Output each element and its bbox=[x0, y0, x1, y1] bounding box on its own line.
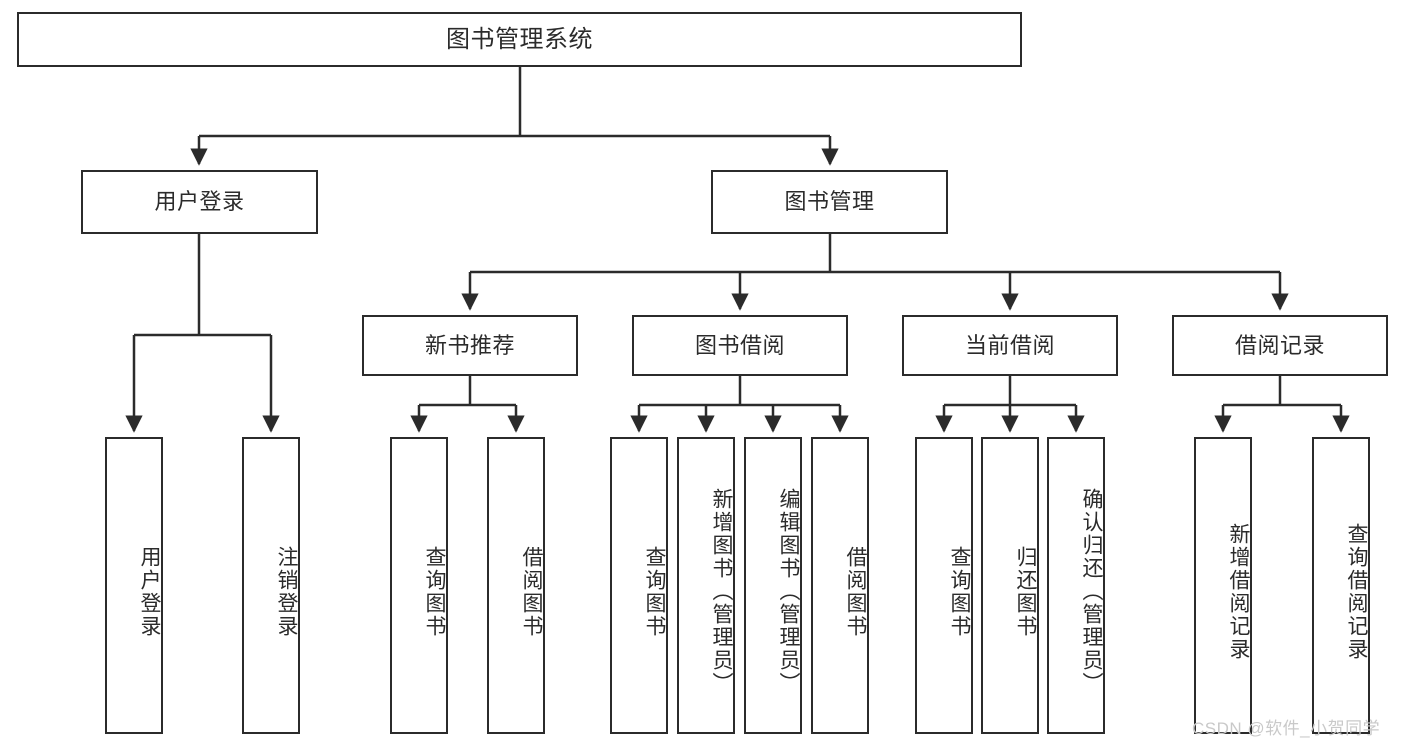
node-book-borrow[interactable]: 图书借阅 bbox=[632, 315, 848, 376]
node-book-management[interactable]: 图书管理 bbox=[711, 170, 948, 234]
node-leaf-query-borrow-record[interactable]: 查询借阅记录 bbox=[1312, 437, 1370, 734]
node-leaf-query-book-recommend[interactable]: 查询图书 bbox=[390, 437, 448, 734]
node-leaf-add-book-admin[interactable]: 新增图书（管理员） bbox=[677, 437, 735, 734]
node-leaf-borrow-book-recommend[interactable]: 借阅图书 bbox=[487, 437, 545, 734]
node-leaf-user-login[interactable]: 用户登录 bbox=[105, 437, 163, 734]
node-leaf-borrow-book[interactable]: 借阅图书 bbox=[811, 437, 869, 734]
node-leaf-query-book-borrow[interactable]: 查询图书 bbox=[610, 437, 668, 734]
node-leaf-logout[interactable]: 注销登录 bbox=[242, 437, 300, 734]
node-current-borrow[interactable]: 当前借阅 bbox=[902, 315, 1118, 376]
node-user-login[interactable]: 用户登录 bbox=[81, 170, 318, 234]
node-leaf-add-borrow-record[interactable]: 新增借阅记录 bbox=[1194, 437, 1252, 734]
node-root-system[interactable]: 图书管理系统 bbox=[17, 12, 1022, 67]
node-leaf-confirm-return-admin[interactable]: 确认归还（管理员） bbox=[1047, 437, 1105, 734]
node-leaf-return-book[interactable]: 归还图书 bbox=[981, 437, 1039, 734]
node-new-book-recommend[interactable]: 新书推荐 bbox=[362, 315, 578, 376]
node-borrow-record[interactable]: 借阅记录 bbox=[1172, 315, 1388, 376]
csdn-watermark: CSDN @软件_小贺同学 bbox=[1192, 719, 1381, 738]
node-leaf-query-book-current[interactable]: 查询图书 bbox=[915, 437, 973, 734]
node-leaf-edit-book-admin[interactable]: 编辑图书（管理员） bbox=[744, 437, 802, 734]
